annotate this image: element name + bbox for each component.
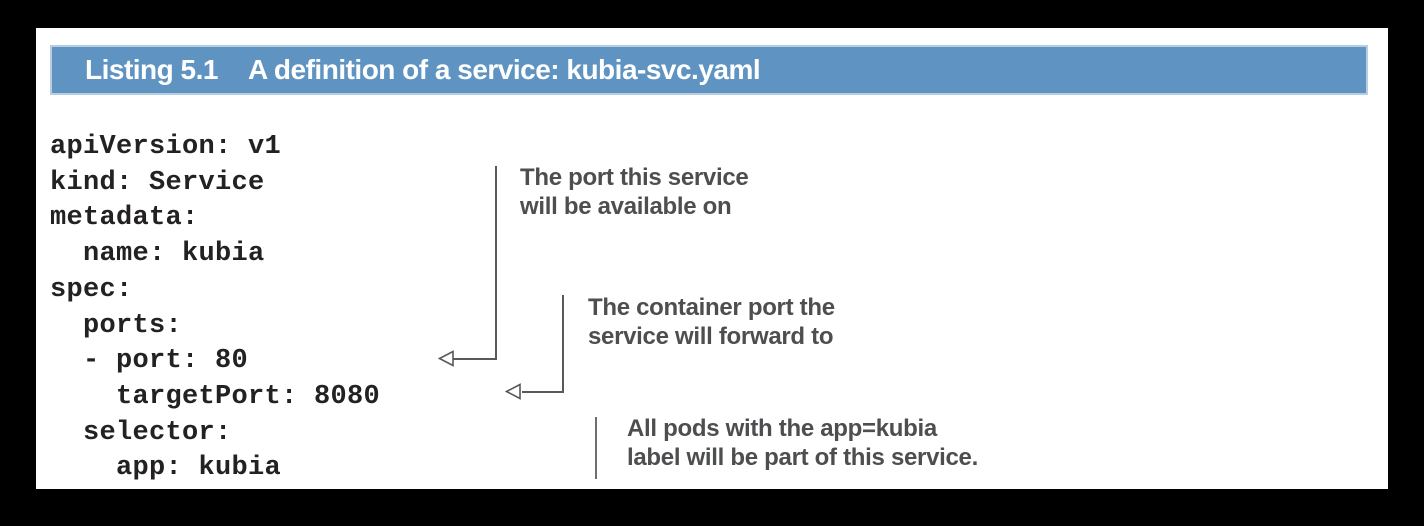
annotation-targetport-text: The container port the service will forw… <box>588 294 835 350</box>
selector-annotation-bar <box>595 417 597 479</box>
annotation-selector-text: All pods with the app=kubia label will b… <box>627 415 978 471</box>
targetport-annotation-connector-vertical <box>562 295 564 393</box>
targetport-annotation-connector-horizontal <box>522 391 564 393</box>
listing-title: A definition of a service: kubia-svc.yam… <box>247 54 761 85</box>
listing-number: Listing 5.1 <box>85 54 218 85</box>
yaml-code-block: apiVersion: v1 kind: Service metadata: n… <box>50 132 381 484</box>
listing-header-bar: Listing 5.1 A definition of a service: ku… <box>50 45 1368 95</box>
arrowhead-left-icon <box>438 350 454 367</box>
port-annotation-connector-horizontal <box>453 358 497 360</box>
port-annotation-connector-vertical <box>495 166 497 360</box>
document-page: Listing 5.1 A definition of a service: ku… <box>36 28 1388 489</box>
arrowhead-left-icon <box>505 383 521 400</box>
annotation-port-text: The port this service will be available … <box>520 164 749 220</box>
